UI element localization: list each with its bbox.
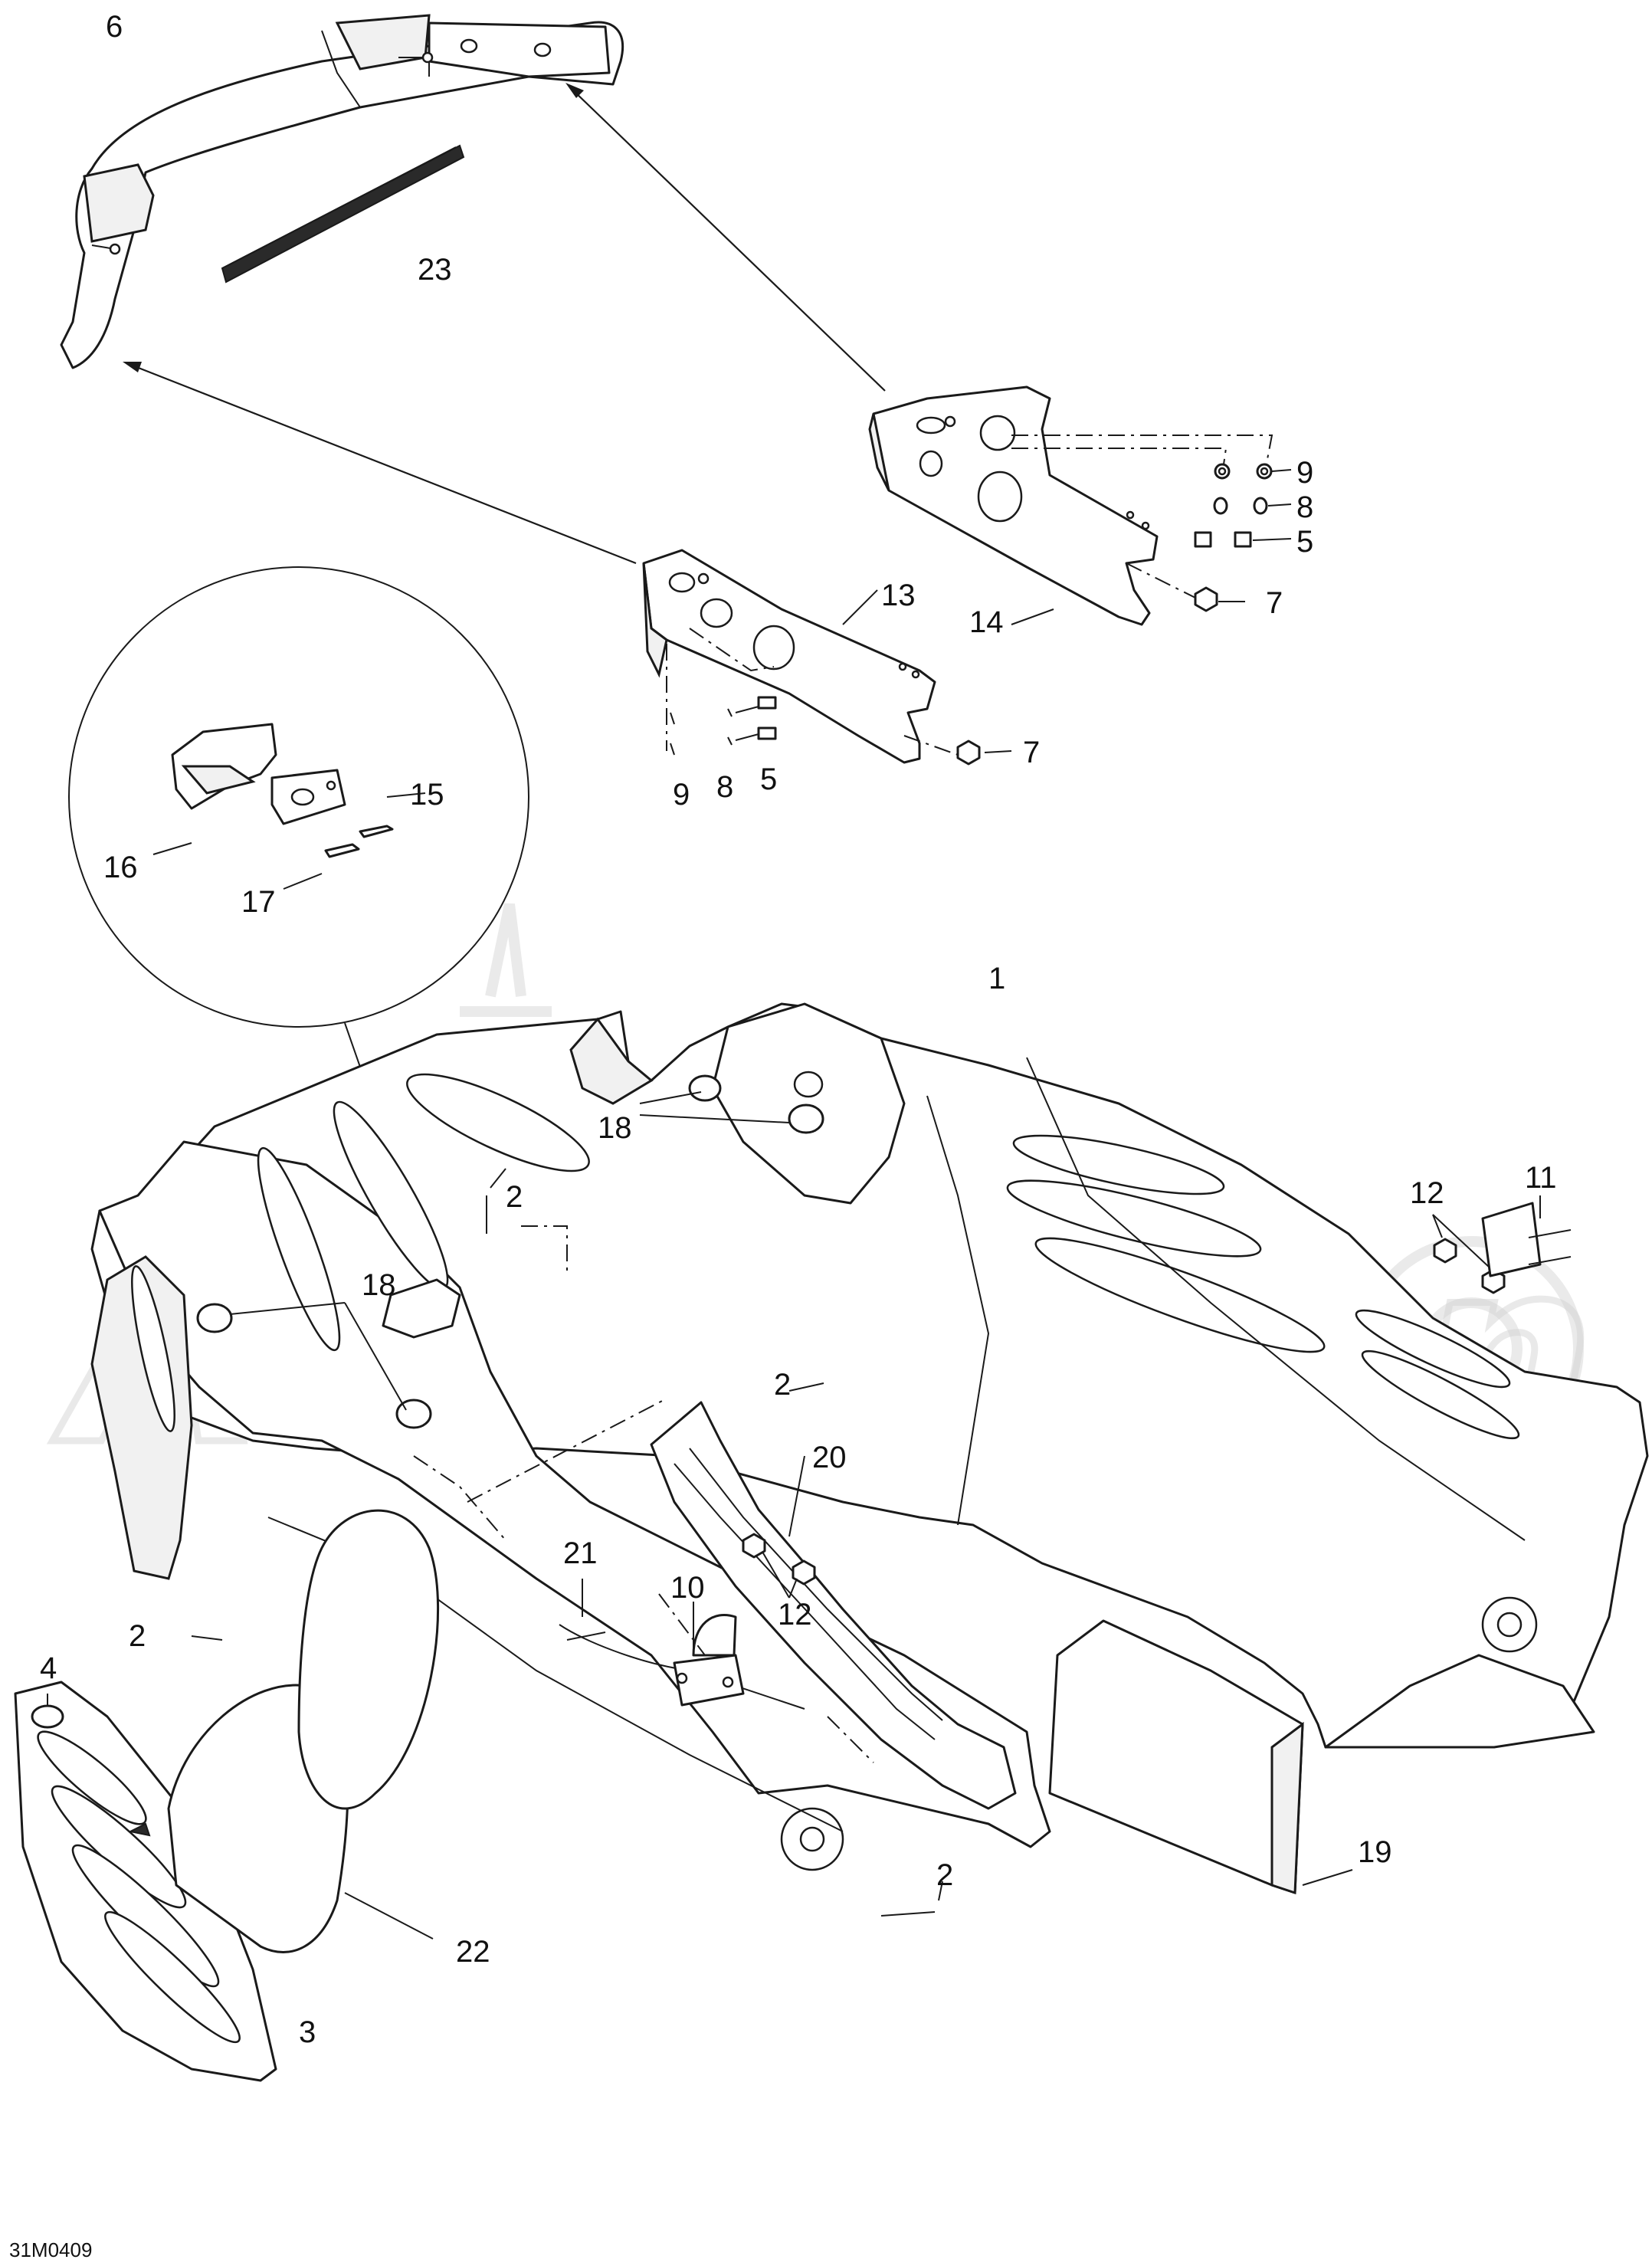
callout-2c: 2 bbox=[129, 1619, 146, 1653]
hardware-right-bracket bbox=[1011, 435, 1292, 625]
callout-7b: 7 bbox=[1023, 736, 1040, 769]
bracket-10 bbox=[673, 1602, 745, 1707]
trim-strip bbox=[221, 144, 465, 284]
right-mounting-bracket bbox=[868, 385, 1159, 626]
callout-3: 3 bbox=[299, 2015, 316, 2049]
callout-1: 1 bbox=[988, 962, 1005, 995]
callout-11: 11 bbox=[1525, 1161, 1557, 1195]
nuts-12 bbox=[742, 1214, 1506, 1599]
callout-12b: 12 bbox=[778, 1598, 812, 1631]
alignment-lines bbox=[413, 1225, 874, 1763]
rear-grab-handle bbox=[60, 14, 624, 369]
callout-4: 4 bbox=[40, 1651, 57, 1685]
foam-block bbox=[1048, 1619, 1353, 1895]
callout-labels: 6 23 9 8 5 14 7 13 7 9 8 5 15 16 17 1 18… bbox=[40, 10, 1557, 2049]
callout-2b: 2 bbox=[774, 1368, 791, 1402]
callout-8b: 8 bbox=[716, 770, 733, 804]
callout-19: 19 bbox=[1358, 1835, 1392, 1869]
callout-18b: 18 bbox=[362, 1268, 396, 1302]
callout-18: 18 bbox=[598, 1111, 632, 1145]
left-mounting-bracket bbox=[642, 549, 936, 764]
foam-disc bbox=[167, 1509, 440, 1953]
callout-2: 2 bbox=[506, 1180, 523, 1214]
callout-5: 5 bbox=[1296, 525, 1313, 559]
rivets bbox=[191, 1168, 943, 1917]
callout-6: 6 bbox=[106, 10, 123, 44]
speaker-grille bbox=[14, 1681, 277, 2082]
assembly-arrows bbox=[123, 83, 886, 565]
callout-12: 12 bbox=[1410, 1176, 1444, 1210]
detail-view-circle bbox=[68, 566, 529, 1265]
callout-14: 14 bbox=[969, 605, 1004, 639]
callout-20: 20 bbox=[812, 1441, 847, 1474]
grommet-plugs bbox=[196, 1074, 824, 1429]
callout-15: 15 bbox=[410, 778, 444, 812]
callout-22: 22 bbox=[456, 1935, 490, 1969]
callout-5b: 5 bbox=[760, 762, 777, 796]
callout-23: 23 bbox=[418, 253, 452, 287]
diagram-reference-code: 31M0409 bbox=[9, 2238, 92, 2261]
callout-7: 7 bbox=[1266, 586, 1283, 620]
callout-17: 17 bbox=[241, 885, 276, 919]
callout-10: 10 bbox=[670, 1571, 705, 1605]
callout-9: 9 bbox=[1296, 456, 1313, 490]
callout-13: 13 bbox=[881, 579, 916, 612]
callout-9b: 9 bbox=[673, 778, 690, 812]
plate-11 bbox=[1481, 1195, 1572, 1277]
hardware-left-bracket bbox=[666, 589, 1012, 766]
main-body-panel bbox=[90, 1002, 1649, 1749]
callout-2d: 2 bbox=[936, 1858, 953, 1892]
grommet-4 bbox=[31, 1694, 64, 1729]
callout-16: 16 bbox=[103, 851, 138, 884]
callout-21: 21 bbox=[563, 1536, 598, 1570]
callout-8: 8 bbox=[1296, 490, 1313, 524]
heat-shield-20 bbox=[650, 1401, 1017, 1810]
